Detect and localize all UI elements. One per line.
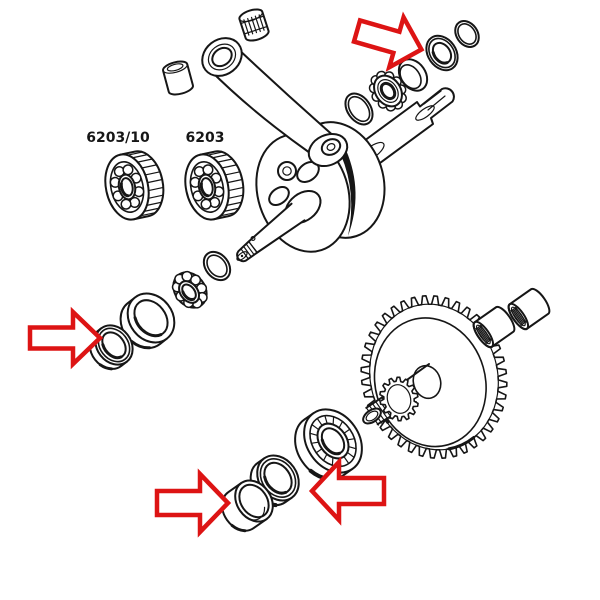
crank-oil-seal-right [425,34,459,72]
crankshaft [201,37,455,263]
crank-web-gap-shadow [341,150,356,236]
gear-sleeve-bushing [221,479,274,533]
toothed-lock-washer [368,70,407,112]
highlight-arrow-right-seal [351,11,425,72]
rod-small-end [201,37,243,77]
spacer-ring-left [119,292,176,350]
crank-oil-seal-left [88,324,134,371]
gear-hub [362,363,442,426]
oil-hole [250,236,256,242]
needle-bearing-cage [238,8,270,42]
highlight-arrows [27,11,425,538]
highlight-arrow-sleeve [154,468,232,538]
bearing-6203-label: 6203 [186,130,225,146]
ball-bearing-6203 [178,145,251,226]
highlight-arrow-gear-seal [308,456,387,526]
bearing-6203-10-label: 6203/10 [86,130,150,146]
highlight-arrow-left-seal [27,306,104,370]
left-shaft-parts [88,250,232,371]
piston-pin-bushing [162,60,194,96]
right-shaft-parts [344,20,480,126]
ball-bearing-6203-10 [98,145,171,226]
o-ring [344,92,374,126]
crank-left-shaft [236,189,322,263]
ball-bearing-cage-left [171,270,208,309]
gear-spline-collar [379,376,419,422]
shim-washer-left [202,250,232,282]
crank-pin [320,138,342,156]
shim-ring-right [454,20,480,48]
